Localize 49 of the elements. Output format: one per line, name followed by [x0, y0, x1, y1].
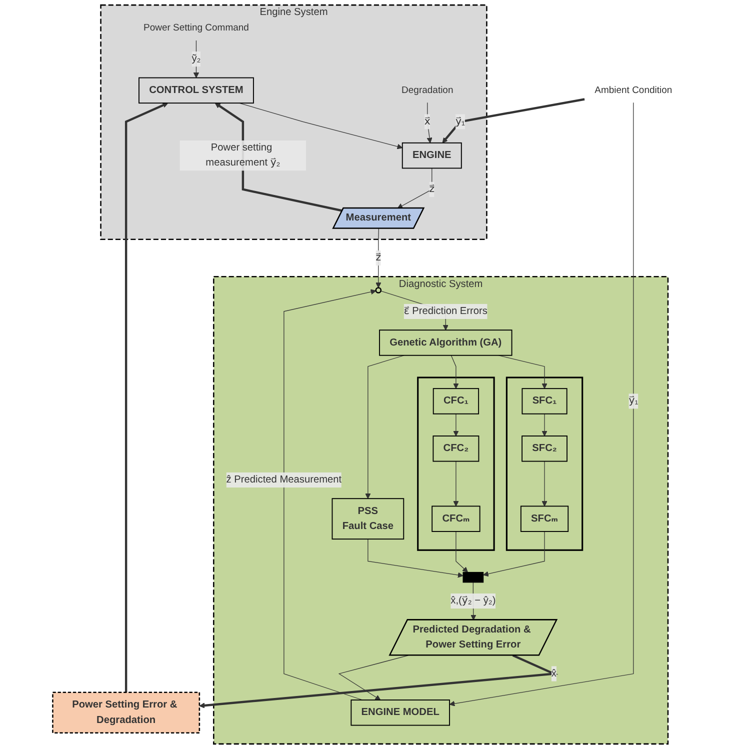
- node-box: CFC₂: [432, 436, 480, 462]
- node-box: CFCₘ: [432, 506, 480, 532]
- arrow: [368, 538, 464, 578]
- node-circle: [375, 287, 382, 294]
- node-box: Genetic Algorithm (GA): [379, 330, 512, 356]
- arrow: [124, 102, 168, 692]
- arrow: [483, 531, 545, 577]
- node-box: PSS Fault Case: [332, 498, 404, 540]
- cluster: [417, 376, 495, 551]
- arrow: [498, 355, 548, 389]
- edge-label: ẑ Predicted Measurement: [226, 474, 342, 485]
- node-box: SFC₁: [522, 388, 568, 414]
- edge-label: x̂,(y⃑₂ − ŷ₂): [450, 595, 496, 606]
- arrow: [365, 355, 405, 499]
- arrow: [442, 98, 585, 144]
- arrow: [284, 289, 376, 700]
- node-box: ENGINE: [402, 142, 462, 169]
- arrow: [426, 102, 432, 144]
- node-box: Power Setting Error & Degradation: [52, 692, 200, 734]
- edge-label: Power setting measurement y⃑₂: [206, 142, 280, 168]
- edge-label: ε⃑ Prediction Errors: [404, 306, 488, 316]
- node-box: SFC₂: [522, 436, 568, 462]
- arrow: [542, 460, 548, 506]
- node-box: CFC₁: [432, 388, 480, 414]
- arrow: [238, 102, 403, 150]
- node-bar: [462, 572, 484, 583]
- node-text: Degradation: [402, 84, 454, 96]
- edge-label: z⃑: [376, 252, 382, 264]
- edge-label: x⃑: [424, 116, 430, 127]
- edge-label: y⃑₁: [456, 116, 465, 127]
- cluster: [506, 376, 584, 551]
- arrow: [199, 654, 558, 708]
- edge-label: z⃑: [429, 184, 435, 194]
- arrow: [449, 102, 634, 706]
- arrow: [450, 355, 459, 389]
- node-text: Ambient Condition: [594, 84, 672, 96]
- arrow: [453, 460, 459, 506]
- node-box: ENGINE MODEL: [350, 700, 450, 726]
- arrow: [397, 168, 432, 209]
- arrow: [542, 414, 548, 436]
- edge-label: ỹ₂: [192, 53, 201, 64]
- edge-label: x̂: [551, 668, 556, 679]
- node-box: CONTROL SYSTEM: [138, 77, 254, 104]
- arrow: [456, 531, 468, 573]
- arrow: [453, 414, 459, 436]
- node-box: SFCₘ: [520, 506, 569, 532]
- arrow: [376, 228, 382, 288]
- edge-label: y⃑₁: [628, 396, 638, 406]
- node-text: Power Setting Command: [144, 22, 249, 34]
